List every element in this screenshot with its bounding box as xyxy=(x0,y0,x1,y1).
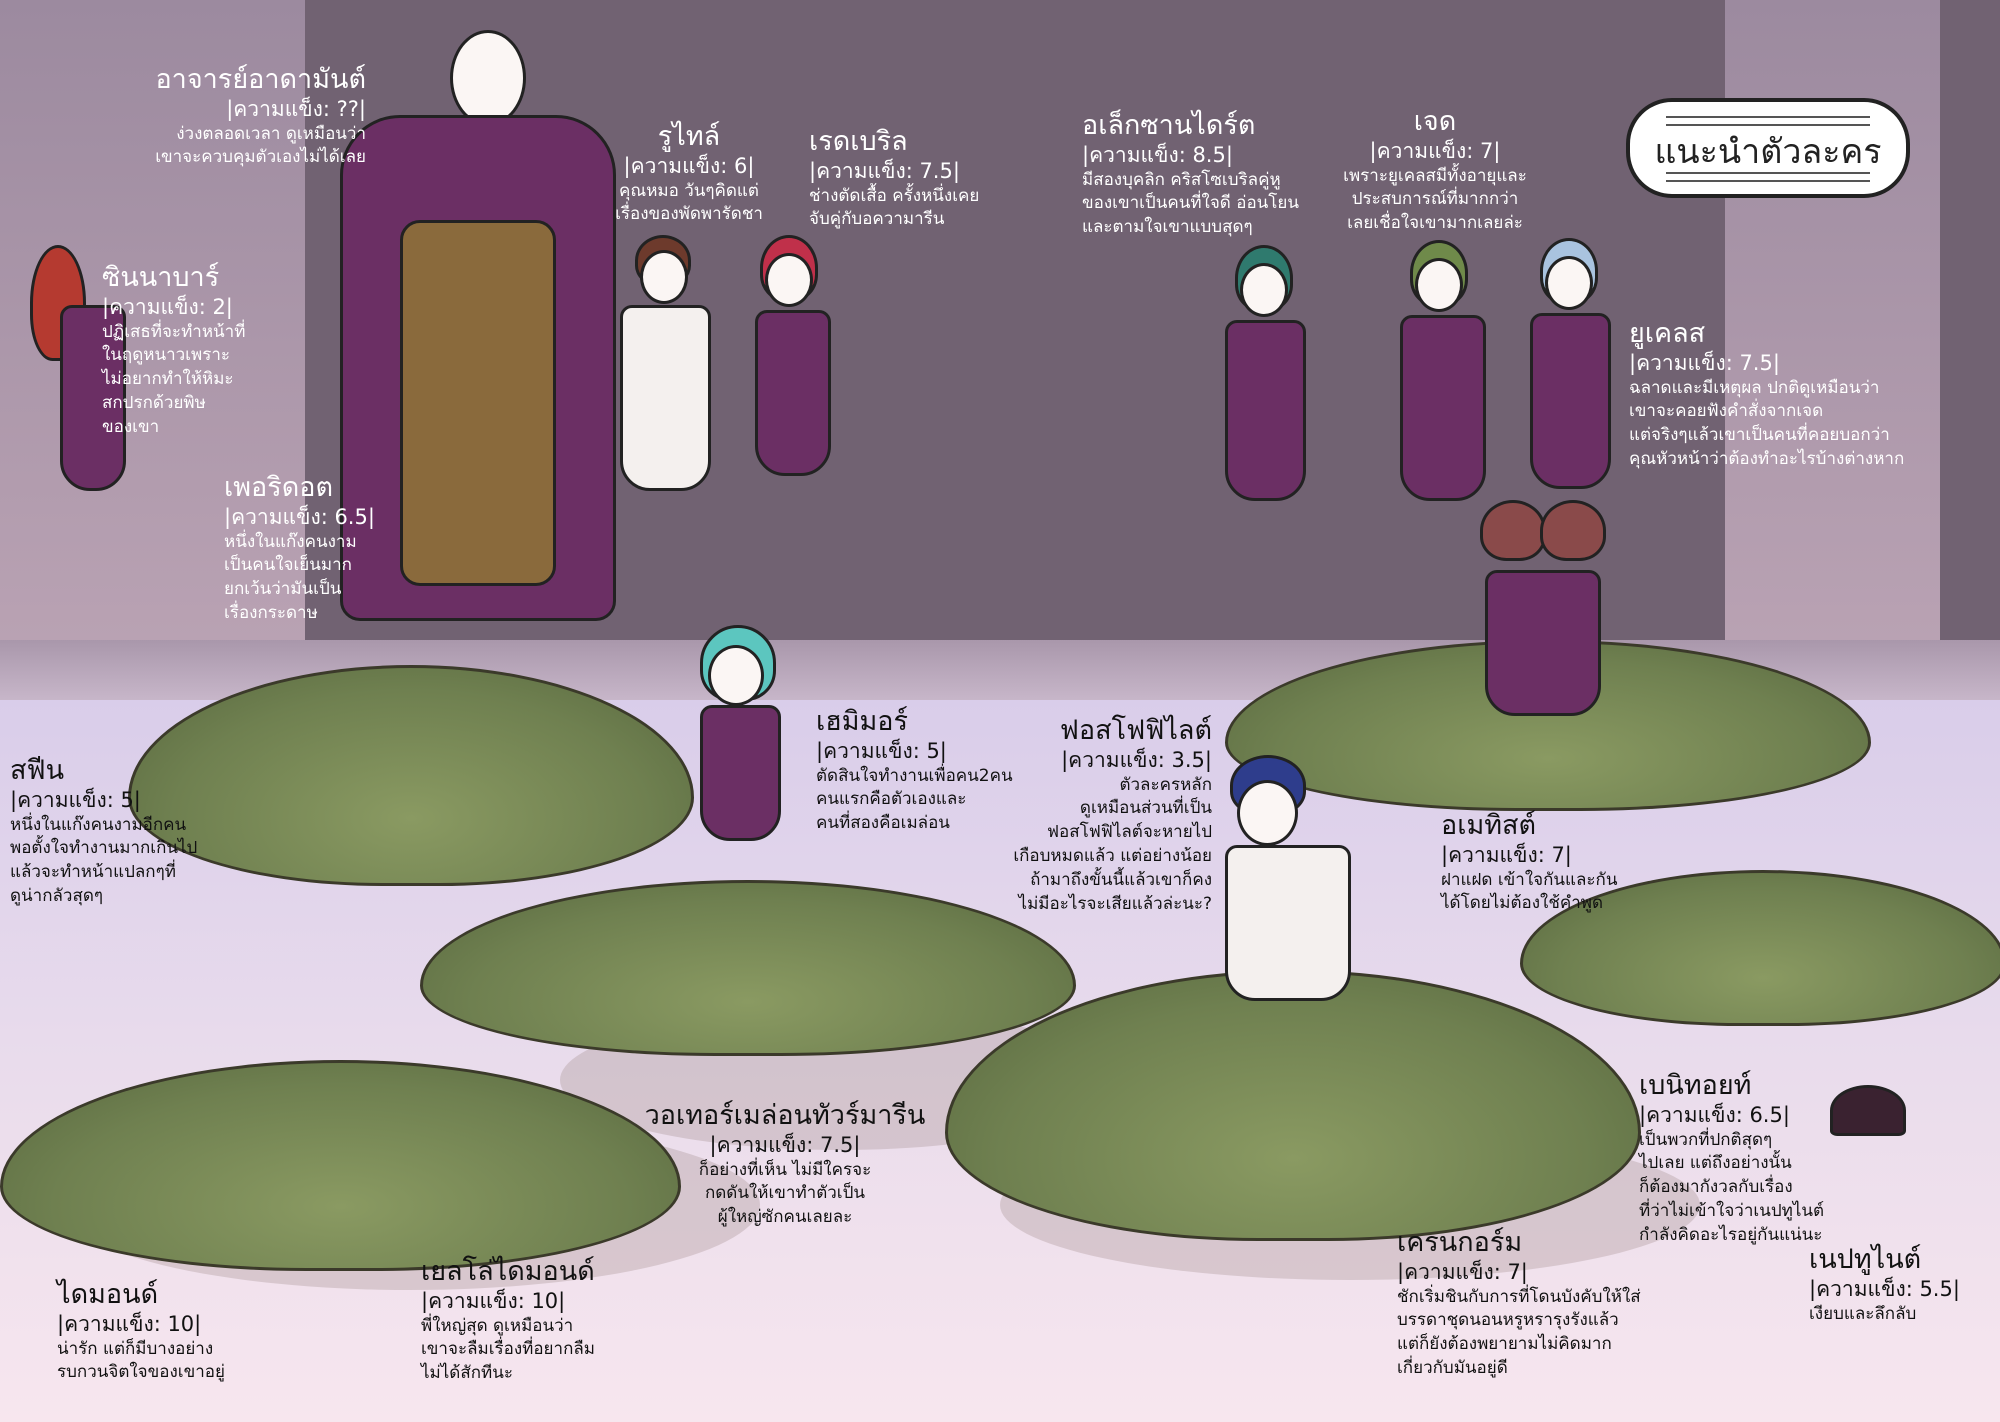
character-description: ตัดสินใจทำงานเพื่อคน2คน คนแรกคือตัวเองแล… xyxy=(816,765,1013,834)
character-strength: |ความแข็ง: 7.5| xyxy=(1629,350,1780,375)
character-card-jade: เจด |ความแข็ง: 7| เพราะยูเคลสมีทั้งอายุแ… xyxy=(1320,106,1550,236)
character-description: คุณหมอ วันๆคิดแต่ เรื่องของพัดพารัดชา xyxy=(615,180,763,225)
character-strength: |ความแข็ง: 5| xyxy=(10,787,141,812)
character-strength: |ความแข็ง: 7| xyxy=(1369,138,1501,163)
character-card-neptunite: เนปทูไนต์ |ความแข็ง: 5.5| เงียบและลึกลับ xyxy=(1809,1244,1960,1326)
character-description: เพราะยูเคลสมีทั้งอายุและ ประสบการณ์ที่มา… xyxy=(1343,165,1527,234)
character-description: ง่วงตลอดเวลา ดูเหมือนว่า เขาจะควบคุมตัวเ… xyxy=(155,123,366,168)
character-card-amethyst: อเมทิสต์ |ความแข็ง: 7| ฝาแฝด เข้าใจกันแล… xyxy=(1441,810,1617,916)
character-card-cairngorm: เครนกอร์ม |ความแข็ง: 7| ชักเริ่มชินกับกา… xyxy=(1397,1227,1641,1381)
character-strength: |ความแข็ง: 6.5| xyxy=(1639,1102,1790,1127)
character-card-sphene: สฟีน |ความแข็ง: 5| หนึ่งในแก๊งคนงามอีกคน… xyxy=(10,755,197,909)
page-title: แนะนำตัวละคร xyxy=(1654,132,1882,172)
character-strength: |ความแข็ง: 5| xyxy=(816,738,947,763)
character-name: เรดเบริล xyxy=(809,126,908,157)
character-strength: |ความแข็ง: 7.5| xyxy=(809,158,960,183)
character-description: น่ารัก แต่ก็มีบางอย่าง รบกวนจิตใจของเขาอ… xyxy=(57,1338,225,1383)
character-strength: |ความแข็ง: 5.5| xyxy=(1809,1276,1960,1301)
character-description: ปฏิเสธที่จะทำหน้าที่ ในฤดูหนาวเพราะ ไม่อ… xyxy=(102,321,246,437)
character-strength: |ความแข็ง: 7| xyxy=(1397,1259,1528,1284)
character-name: เนปทูไนต์ xyxy=(1809,1244,1922,1275)
character-description: ฝาแฝด เข้าใจกันและกัน ได้โดยไม่ต้องใช้คำ… xyxy=(1441,869,1618,914)
character-description: ก็อย่างที่เห็น ไม่มีใครจะ กดดันให้เขาทำต… xyxy=(698,1159,872,1228)
character-name: อเมทิสต์ xyxy=(1441,810,1537,841)
grass-nest xyxy=(0,1060,681,1271)
character-name: อเล็กซานไดร์ต xyxy=(1082,110,1256,141)
character-name: เฮมิมอร์ xyxy=(816,706,909,737)
character-name: รูไทล์ xyxy=(657,121,721,152)
character-strength: |ความแข็ง: 2| xyxy=(102,294,233,319)
character-card-phosphophyllite: ฟอสโฟฟิไลต์ |ความแข็ง: 3.5| ตัวละครหลัก … xyxy=(1013,715,1212,916)
character-description: พี่ใหญ่สุด ดูเหมือนว่า เขาจะลืมเรื่องที่… xyxy=(421,1315,595,1384)
grass-nest xyxy=(128,665,694,886)
character-strength: |ความแข็ง: ??| xyxy=(226,96,366,121)
character-strength: |ความแข็ง: 7| xyxy=(1441,842,1572,867)
character-card-red-beryl: เรดเบริล |ความแข็ง: 7.5| ช่างตัดเสื้อ คร… xyxy=(809,126,979,232)
character-name: เจด xyxy=(1413,106,1457,137)
character-strength: |ความแข็ง: 8.5| xyxy=(1082,142,1233,167)
character-card-watermelon-tourmaline: วอเทอร์เมล่อนทัวร์มารีน |ความแข็ง: 7.5| … xyxy=(640,1100,930,1230)
character-name: ยูเคลส xyxy=(1629,318,1706,349)
grass-nest xyxy=(945,970,1641,1241)
character-strength: |ความแข็ง: 3.5| xyxy=(1061,747,1212,772)
character-card-adamant: อาจารย์อาดามันต์ |ความแข็ง: ??| ง่วงตลอด… xyxy=(155,64,366,170)
character-card-euclase: ยูเคลส |ความแข็ง: 7.5| ฉลาดและมีเหตุผล ป… xyxy=(1629,318,1904,472)
character-card-peridot: เพอริดอต |ความแข็ง: 6.5| หนึ่งในแก๊งคนงา… xyxy=(224,472,375,626)
character-strength: |ความแข็ง: 6.5| xyxy=(224,504,375,529)
character-card-hemimorphite: เฮมิมอร์ |ความแข็ง: 5| ตัดสินใจทำงานเพื่… xyxy=(816,706,1013,836)
character-strength: |ความแข็ง: 10| xyxy=(57,1311,202,1336)
character-description: ชักเริ่มชินกับการที่โดนบังคับให้ใส่ บรรด… xyxy=(1397,1286,1641,1378)
character-strength: |ความแข็ง: 6| xyxy=(623,153,755,178)
character-name: เบนิทอยท์ xyxy=(1639,1070,1752,1101)
character-card-rutile: รูไทล์ |ความแข็ง: 6| คุณหมอ วันๆคิดแต่ เ… xyxy=(589,121,789,227)
character-description: เป็นพวกที่ปกติสุดๆ ไปเลย แต่ถึงอย่างนั้น… xyxy=(1639,1129,1825,1245)
character-description: ช่างตัดเสื้อ ครั้งหนึ่งเคย จับคู่กับอควา… xyxy=(809,185,980,230)
character-description: หนึ่งในแก๊งคนงามอีกคน พอตั้งใจทำงานมากเก… xyxy=(10,814,198,906)
character-name: วอเทอร์เมล่อนทัวร์มารีน xyxy=(644,1100,926,1131)
character-name: อาจารย์อาดามันต์ xyxy=(155,64,366,95)
character-card-alexandrite: อเล็กซานไดร์ต |ความแข็ง: 8.5| มีสองบุคลิ… xyxy=(1082,110,1299,240)
character-description: ฉลาดและมีเหตุผล ปกติดูเหมือนว่า เขาจะคอย… xyxy=(1629,377,1905,469)
character-description: ตัวละครหลัก ดูเหมือนส่วนที่เป็น ฟอสโฟฟิไ… xyxy=(1013,774,1212,914)
character-description: หนึ่งในแก๊งคนงาม เป็นคนใจเย็นมาก ยกเว้นว… xyxy=(224,531,357,623)
character-name: ไดมอนด์ xyxy=(57,1279,159,1310)
title-badge: แนะนำตัวละคร xyxy=(1626,80,1910,212)
character-strength: |ความแข็ง: 7.5| xyxy=(709,1132,861,1157)
character-name: เพอริดอต xyxy=(224,472,334,503)
character-card-benitoite: เบนิทอยท์ |ความแข็ง: 6.5| เป็นพวกที่ปกติ… xyxy=(1639,1070,1824,1248)
character-card-cinnabar: ซินนาบาร์ |ความแข็ง: 2| ปฏิเสธที่จะทำหน้… xyxy=(102,262,245,440)
character-card-yellow-diamond: เยลโล่ไดมอนด์ |ความแข็ง: 10| พี่ใหญ่สุด … xyxy=(421,1256,595,1386)
character-name: เครนกอร์ม xyxy=(1397,1227,1523,1258)
character-name: สฟีน xyxy=(10,755,65,786)
character-card-diamond: ไดมอนด์ |ความแข็ง: 10| น่ารัก แต่ก็มีบาง… xyxy=(57,1279,225,1385)
character-description: มีสองบุคลิก คริสโซเบริลคู่หู ของเขาเป็นค… xyxy=(1082,169,1299,238)
character-name: ซินนาบาร์ xyxy=(102,262,220,293)
character-description: เงียบและลึกลับ xyxy=(1809,1303,1917,1324)
character-strength: |ความแข็ง: 10| xyxy=(421,1288,566,1313)
grass-nest xyxy=(420,880,1076,1056)
character-name: ฟอสโฟฟิไลต์ xyxy=(1059,715,1212,746)
character-name: เยลโล่ไดมอนด์ xyxy=(421,1256,595,1287)
